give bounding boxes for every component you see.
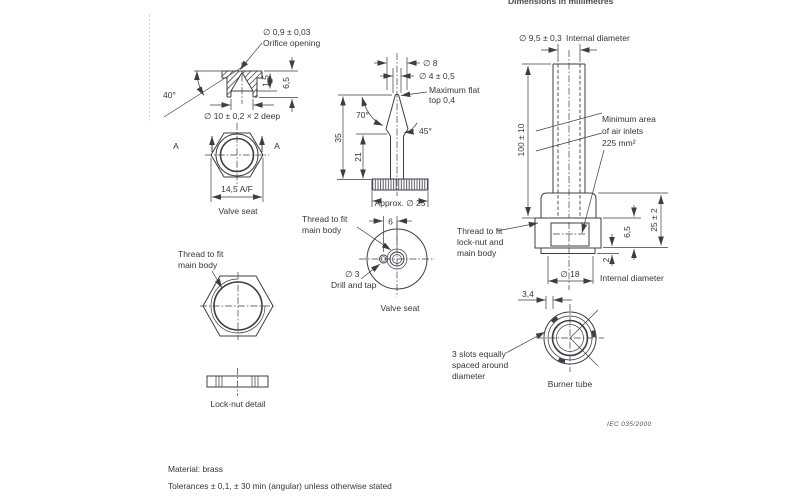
angle-arc	[194, 70, 205, 96]
angle-40-label: 40°	[163, 90, 176, 100]
thread-fit-label-1: Thread to fit	[302, 214, 348, 224]
angle70-label: 70°	[356, 110, 369, 120]
top-dia-ext-lines	[557, 44, 581, 62]
af-ext-lines	[210, 158, 264, 202]
top-dia-label: ∅ 9,5 ± 0,3	[519, 33, 562, 43]
hex-outline	[210, 132, 264, 178]
iec-reference: IEC 035/2000	[607, 421, 652, 428]
dim-6-5-label: 6,5	[281, 77, 291, 89]
dia4-label: ∅ 4 ± 0,5	[419, 71, 455, 81]
dim-2-label: 2	[601, 257, 611, 262]
air-inlets-leader	[581, 149, 605, 234]
base-dia-name-label: Internal diameter	[600, 273, 664, 283]
right-ext-lines	[256, 70, 298, 98]
cap-dome	[540, 192, 597, 218]
right-ext-lines	[597, 192, 668, 254]
cap-lip	[540, 247, 596, 254]
air-inlets-label-3: 225 mm²	[602, 138, 636, 148]
valve-seat-caption: Valve seat	[218, 206, 258, 216]
body-thread-label-2: main body	[178, 260, 218, 270]
lock-nut-caption: Lock-nut detail	[210, 399, 265, 409]
tolerances-note: Tolerances ± 0,1, ± 30 min (angular) unl…	[168, 481, 392, 491]
thread-hole-mid	[389, 251, 405, 267]
across-flats-label: 14,5 A/F	[221, 184, 253, 194]
offset-6-label: 6	[388, 217, 393, 227]
len35-label: 35	[333, 133, 343, 143]
knurled-disc	[371, 178, 429, 191]
burner-tube-side-view: ∅ 9,5 ± 0,3 Internal diameter 100 ± 10 T…	[457, 33, 668, 290]
body-thread-label-1: Thread to fit	[178, 249, 224, 259]
counterbore-ext-lines	[230, 99, 254, 110]
material-note: Material: brass	[168, 464, 223, 474]
slot-1	[551, 316, 559, 324]
counterbore-label: ∅ 10 ± 0,2 × 2 deep	[204, 111, 280, 121]
thread-leader	[356, 226, 392, 251]
slot-position-lines	[569, 309, 599, 367]
slot-width-ext-lines	[545, 296, 554, 309]
drill-tap-label: Drill and tap	[331, 280, 377, 290]
orifice-name-label: Orifice opening	[263, 38, 320, 48]
angle45-arc	[404, 122, 418, 135]
length-ext-lines	[522, 63, 551, 219]
slots-label-1: 3 slots equally	[452, 349, 507, 359]
len21-label: 21	[353, 152, 363, 162]
air-inlets-label-1: Minimum area	[602, 114, 656, 124]
len-ext-lines	[337, 133, 387, 180]
burner-tube-caption: Burner tube	[548, 379, 593, 389]
dimensions-note: Dimensions in millimetres	[508, 0, 614, 6]
locknut-thread-ticks	[215, 376, 259, 387]
tube-thread-leader	[496, 221, 539, 232]
section-label-right: A	[274, 141, 280, 151]
thread-hole-inner	[392, 254, 402, 264]
valve-seat-bottom-view: 6 Thread to fit main body ∅ 3 Drill and …	[302, 214, 435, 313]
cap-bore-window	[550, 222, 590, 247]
base-dia-ext-lines	[547, 256, 594, 284]
slot-width-label: 3,4	[522, 289, 534, 299]
valve-seat-section-view: ∅ 0,9 ± 0,03 Orifice opening 40° ∅ 10 ± …	[163, 27, 320, 121]
angle70-arc	[361, 96, 384, 126]
tube-thread-label-1: Thread to fit	[457, 226, 503, 236]
main-body-hex-view: Thread to fit main body	[178, 249, 276, 340]
burner-tube-end-view: 3,4 3 slots equally spaced around diamet…	[452, 289, 604, 389]
section-hatch	[222, 71, 262, 97]
orifice-leader	[239, 42, 263, 70]
top-dia-name-label: Internal diameter	[566, 33, 630, 43]
max-flat-leader	[400, 91, 428, 98]
tube-thread-label-2: lock-nut and	[457, 237, 504, 247]
dim-1-5-label: 1,5	[261, 75, 271, 87]
drill-hole-outer	[379, 254, 388, 264]
orifice-diameter-label: ∅ 0,9 ± 0,03	[263, 27, 311, 37]
slots-leader	[505, 331, 546, 354]
base-dia-label: ∅ 18	[560, 269, 579, 279]
thread-circle-minor-arc	[210, 278, 266, 334]
disc-ext-lines	[371, 191, 429, 207]
lock-nut-side-view: Lock-nut detail	[206, 368, 269, 409]
drill-hole-inner	[380, 256, 387, 262]
tube-thread-label-3: main body	[457, 248, 497, 258]
section-label-left: A	[173, 141, 179, 151]
max-flat-label-2: top 0,4	[429, 95, 455, 105]
length-label: 100 ± 10	[516, 123, 526, 156]
slots-label-3: diameter	[452, 371, 485, 381]
max-flat-label-1: Maximum flat	[429, 85, 480, 95]
drill-leader	[360, 263, 381, 280]
dia8-label: ∅ 8	[423, 58, 438, 68]
dim-65-label: 6,5	[622, 226, 632, 238]
dia3-label: ∅ 3	[345, 269, 360, 279]
slot-2	[557, 357, 566, 364]
dim-25-label: 25 ± 2	[649, 208, 659, 232]
valve-seat-top-view: A A 14,5 A/F Valve seat	[173, 123, 280, 216]
slot-3	[591, 330, 596, 338]
disc-dia-label: Approx. ∅ 25	[375, 198, 426, 208]
needle-valve-view: ∅ 8 ∅ 4 ± 0,5 Maximum flat top 0,4 70° 4…	[333, 53, 480, 208]
valve-seat-bottom-caption: Valve seat	[380, 303, 420, 313]
break-lines	[535, 112, 603, 152]
slots-label-2: spaced around	[452, 360, 509, 370]
air-inlets-label-2: of air inlets	[602, 126, 643, 136]
thread-fit-label-2: main body	[302, 225, 342, 235]
angle45-label: 45°	[419, 126, 432, 136]
tube-bore-hidden-lines	[557, 64, 581, 221]
